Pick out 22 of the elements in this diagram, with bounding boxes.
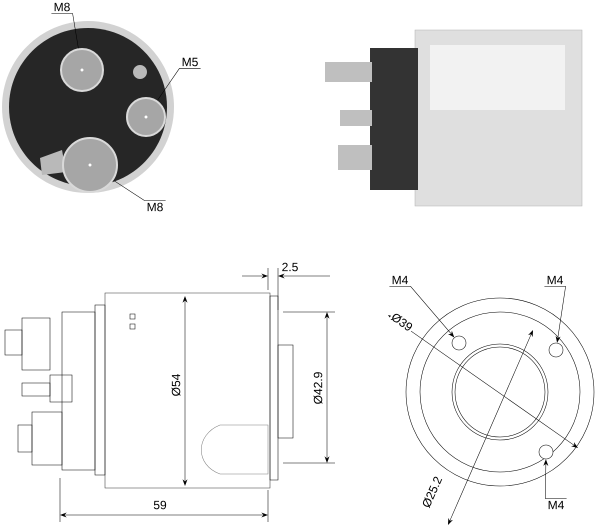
dimension-label: 2.5 [280,261,300,273]
mounting-hole [538,444,554,460]
terminal-nut [60,48,104,92]
callout-label: M5 [182,58,198,66]
dimension-label: Ø25.2 [420,474,444,510]
terminal-nut [126,97,166,137]
terminal-nut [62,137,118,193]
dimension-label: 59 [152,499,168,511]
callout-label: M8 [148,202,163,212]
leader-line [157,68,201,101]
mounting-hole [548,342,564,358]
leader-line [389,286,454,338]
leader-line [51,13,79,49]
callout-label: M8 [54,2,70,12]
leader-line [113,180,166,201]
dimension-label: Ø54 [170,372,182,398]
dimension-label: Ø39 [388,310,416,334]
callout-label: M4 [548,276,563,284]
mounting-hole [452,336,466,350]
callout-label: M4 [392,276,408,284]
dimension-label: Ø42.9 [312,370,324,406]
callout-label: M4 [548,500,564,510]
